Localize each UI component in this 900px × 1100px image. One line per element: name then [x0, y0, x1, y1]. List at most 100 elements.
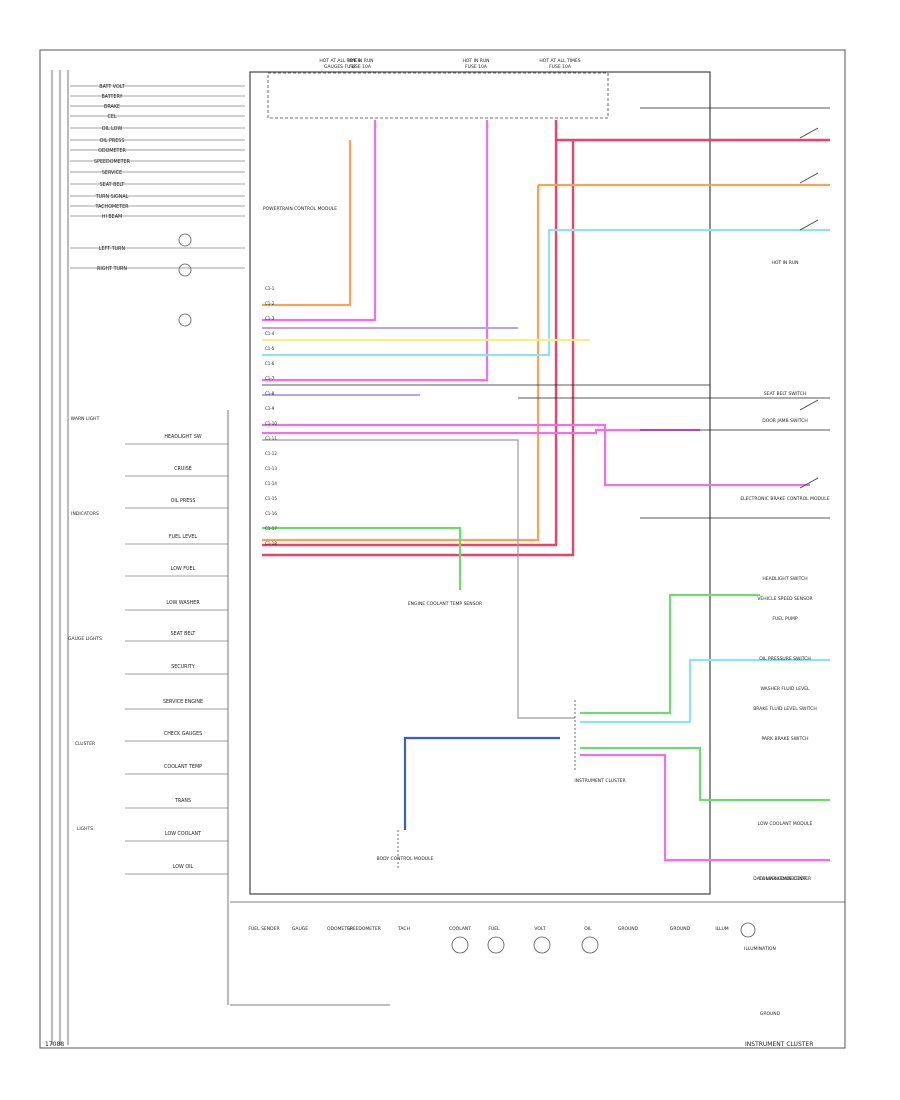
- fuse-block-box: [267, 72, 609, 119]
- top-fuse-name-0: GAUGES FUSE: [324, 64, 356, 70]
- gauge-symbol-3: [581, 936, 599, 954]
- pin-label-7: C1-8: [265, 391, 275, 396]
- right-label-1: SEAT BELT SWITCH: [764, 391, 806, 397]
- mid-label-3: FUEL LEVEL: [169, 534, 198, 540]
- component-dlc: DATA LINK CONNECTOR: [753, 876, 806, 882]
- pin-label-12: C1-13: [265, 466, 277, 471]
- left-label-2: BRAKE: [104, 104, 120, 110]
- wire-green-3: [580, 746, 830, 802]
- left-label-10: TURN SIGNAL: [95, 194, 129, 200]
- bottom-label-0: FUEL SENDER: [248, 926, 279, 932]
- wire-pink-1: [262, 120, 377, 322]
- left-label-12: HI BEAM: [102, 214, 122, 220]
- left-label-9: SEAT BELT: [100, 182, 125, 188]
- pin-label-15: C1-16: [265, 511, 277, 516]
- right-label-7: PARK BRAKE SWITCH: [762, 736, 809, 742]
- right-label-3: ELECTRONIC BRAKE CONTROL MODULE: [740, 496, 829, 502]
- wire-pink-4: [262, 428, 700, 435]
- left-label-3: CEL: [107, 114, 116, 120]
- left-bus: [51, 70, 69, 1045]
- bottom-label-10: GROUND: [670, 926, 691, 932]
- mid-label-8: SERVICE ENGINE: [163, 699, 203, 705]
- wire-red-2: [262, 140, 558, 547]
- bottom-label-5: COOLANT: [449, 926, 471, 932]
- top-fuse-label-2: HOT IN RUN: [462, 58, 489, 64]
- left-label-14: RIGHT TURN: [97, 266, 127, 272]
- bottom-label-8: OIL: [584, 926, 592, 932]
- wire-orange-2: [262, 185, 540, 542]
- pin-label-11: C1-12: [265, 451, 277, 456]
- pin-label-8: C1-9: [265, 406, 275, 411]
- switch-3: [799, 399, 819, 411]
- group-label-1: INDICATORS: [71, 511, 99, 517]
- component-cluster: INSTRUMENT CLUSTER: [574, 778, 625, 784]
- footer-left-text: 17088: [45, 1041, 64, 1048]
- pin-label-9: C1-10: [265, 421, 277, 426]
- top-fuse-label-3: HOT AT ALL TIMES: [539, 58, 580, 64]
- wire-red-3: [262, 140, 575, 557]
- mid-label-2: OIL PRESS: [171, 498, 196, 504]
- wire-orange-1: [262, 140, 352, 307]
- bottom-rails: [230, 901, 845, 1006]
- wire-gray-1: [262, 439, 575, 719]
- component-oil-press: OIL PRESSURE SWITCH: [759, 656, 811, 662]
- wire-green-1: [262, 526, 462, 590]
- mid-label-9: CHECK GAUGES: [164, 731, 202, 737]
- component-ground: GROUND: [760, 1011, 781, 1017]
- left-label-1: BATTERY: [102, 94, 123, 100]
- pin-label-0: C1-1: [265, 286, 275, 291]
- lamp-left-3: [178, 313, 192, 327]
- left-label-0: BATT VOLT: [99, 84, 124, 90]
- wire-pink-5: [580, 753, 830, 862]
- left-label-8: SERVICE: [102, 170, 122, 176]
- group-label-0: WARN LIGHT: [71, 416, 100, 422]
- component-pcm: POWERTRAIN CONTROL MODULE: [263, 206, 337, 212]
- right-label-9: CONVENIENCE CENTER: [759, 876, 811, 882]
- gauge-symbol-2: [533, 936, 551, 954]
- label-group: HOT AT ALL TIMES HOT IN RUN HOT IN RUN HOT …: [68, 58, 830, 1017]
- diagram-frame: [39, 49, 846, 1049]
- group-label-2: GAUGE LIGHTS: [68, 636, 102, 642]
- top-fuse-name-3: FUSE 10A: [549, 64, 572, 70]
- switch-1: [799, 172, 819, 184]
- mid-label-10: COOLANT TEMP: [164, 764, 202, 770]
- component-vss: VEHICLE SPEED SENSOR: [757, 596, 812, 602]
- top-fuse-name-2: FUSE 10A: [465, 64, 488, 70]
- component-illum: ILLUMINATION: [744, 946, 776, 952]
- lamp-illumination: [740, 922, 756, 938]
- bottom-label-7: VOLT: [534, 926, 545, 932]
- left-label-5: OIL PRESS: [100, 138, 125, 144]
- pin-label-13: C1-14: [265, 481, 277, 486]
- left-label-13: LEFT TURN: [99, 246, 126, 252]
- lamp-left-1: [178, 233, 192, 247]
- wire-cyan-2: [580, 658, 830, 724]
- mid-label-6: SEAT BELT: [171, 631, 196, 637]
- lamp-left-2: [178, 263, 192, 277]
- switch-0: [799, 127, 819, 139]
- group-label-3: CLUSTER: [75, 741, 95, 747]
- top-fuse-label-0: HOT AT ALL TIMES: [319, 58, 360, 64]
- mid-label-11: TRANS: [174, 798, 191, 804]
- wire-red-1: [554, 120, 830, 142]
- instrument-cluster-box: [249, 71, 711, 895]
- left-label-11: TACHOMETER: [95, 204, 130, 210]
- top-fuse-name-1: FUSE 10A: [349, 64, 372, 70]
- wire-green-2: [580, 593, 760, 715]
- switch-2: [799, 219, 819, 231]
- component-bcm: BODY CONTROL MODULE: [377, 856, 434, 862]
- left-label-7: SPEEDOMETER: [94, 159, 131, 165]
- right-label-0: HOT IN RUN: [771, 260, 798, 266]
- pin-label-10: C1-11: [265, 436, 277, 441]
- mid-label-4: LOW FUEL: [171, 566, 196, 572]
- pin-label-6: C1-7: [265, 376, 275, 381]
- pin-label-17: C1-18: [265, 541, 277, 546]
- footer-right-text: INSTRUMENT CLUSTER: [745, 1041, 813, 1048]
- bottom-label-3: SPEEDOMETER: [347, 926, 381, 932]
- wire-cyan-1: [262, 228, 830, 357]
- bottom-label-2: ODOMETER: [327, 926, 353, 932]
- bottom-label-1: GAUGE: [292, 926, 308, 932]
- wire-pink-2: [262, 120, 489, 382]
- component-ect: ENGINE COOLANT TEMP SENSOR: [408, 601, 482, 607]
- bottom-label-9: GROUND: [618, 926, 639, 932]
